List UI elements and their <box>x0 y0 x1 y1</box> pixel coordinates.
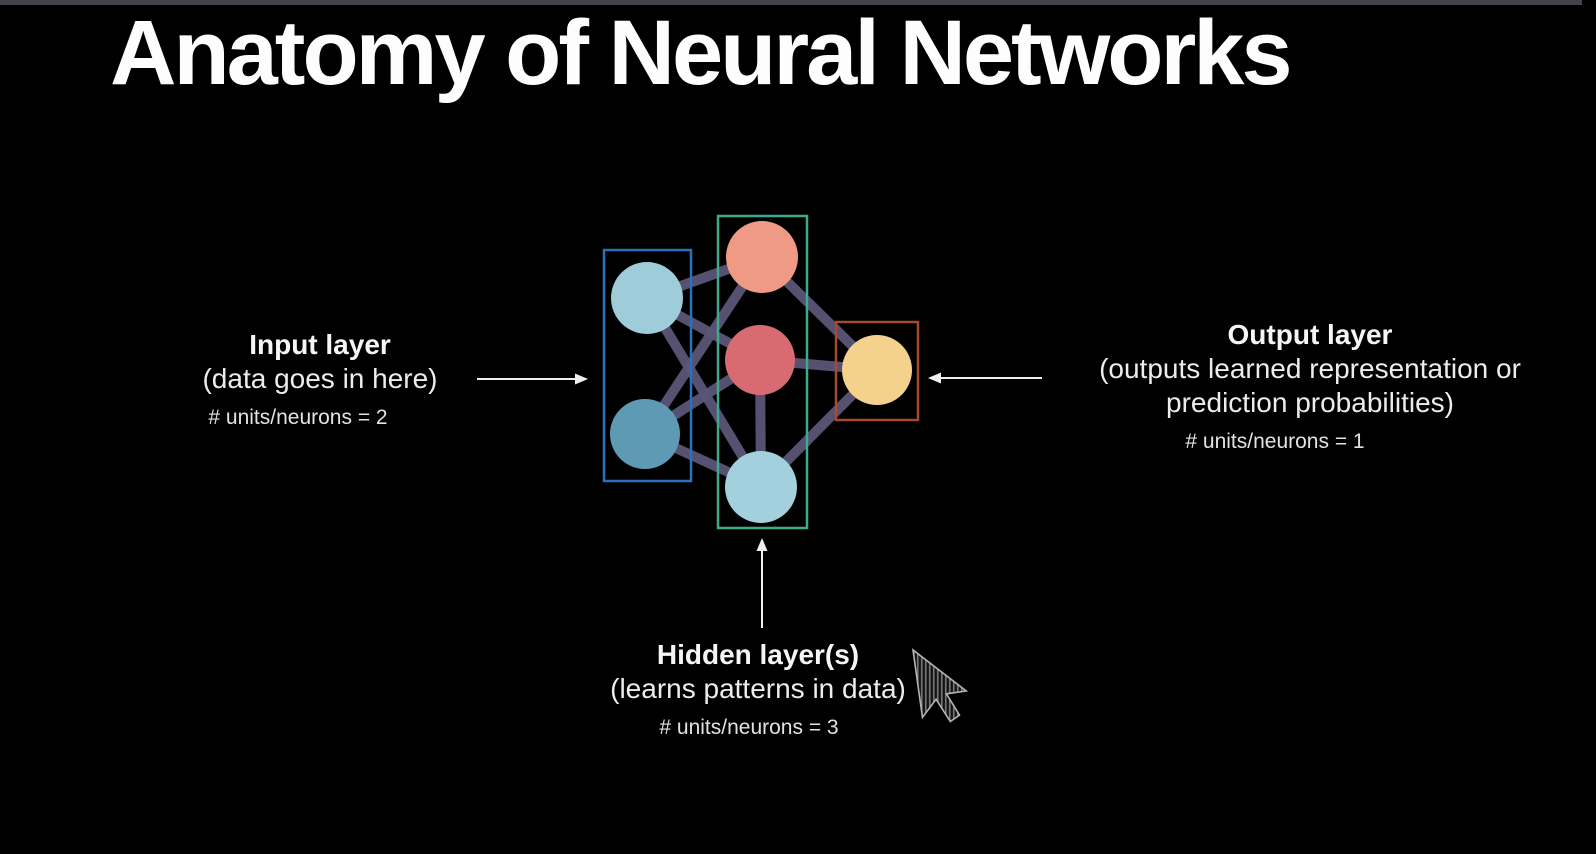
hidden-neuron-2 <box>725 325 795 395</box>
output-layer-description-line2: prediction probabilities) <box>1166 387 1454 418</box>
output-layer-heading: Output layer <box>1227 319 1393 350</box>
window-top-bar <box>0 0 1582 5</box>
hidden-layer-units: # units/neurons = 3 <box>659 716 839 739</box>
input-layer-description: (data goes in here) <box>202 363 438 394</box>
output-neuron-1 <box>842 335 912 405</box>
mouse-cursor-icon <box>911 648 969 723</box>
input-neuron-1 <box>611 262 683 334</box>
neuron-nodes <box>610 221 912 523</box>
layer-boxes <box>602 214 920 530</box>
input-neuron-2 <box>610 399 680 469</box>
output-layer-box <box>834 320 920 422</box>
input-layer-units: # units/neurons = 2 <box>208 406 388 429</box>
input-layer-label: Input layer (data goes in here) # units/… <box>140 328 500 431</box>
annotation-arrows <box>477 372 1042 628</box>
input-layer-box <box>602 248 693 483</box>
hidden-layer-heading: Hidden layer(s) <box>656 639 860 670</box>
output-layer-units: # units/neurons = 1 <box>1185 430 1365 453</box>
hidden-neuron-1 <box>726 221 798 293</box>
input-layer-heading: Input layer <box>249 329 391 360</box>
output-layer-label: Output layer (outputs learned representa… <box>1040 318 1580 455</box>
slide-title: Anatomy of Neural Networks <box>110 2 1293 104</box>
output-layer-description-line1: (outputs learned representation or <box>1099 353 1521 384</box>
hidden-layer-box <box>716 214 809 530</box>
hidden-layer-description: (learns patterns in data) <box>610 673 906 704</box>
hidden-layer-label: Hidden layer(s) (learns patterns in data… <box>508 638 1008 741</box>
hidden-neuron-3 <box>725 451 797 523</box>
